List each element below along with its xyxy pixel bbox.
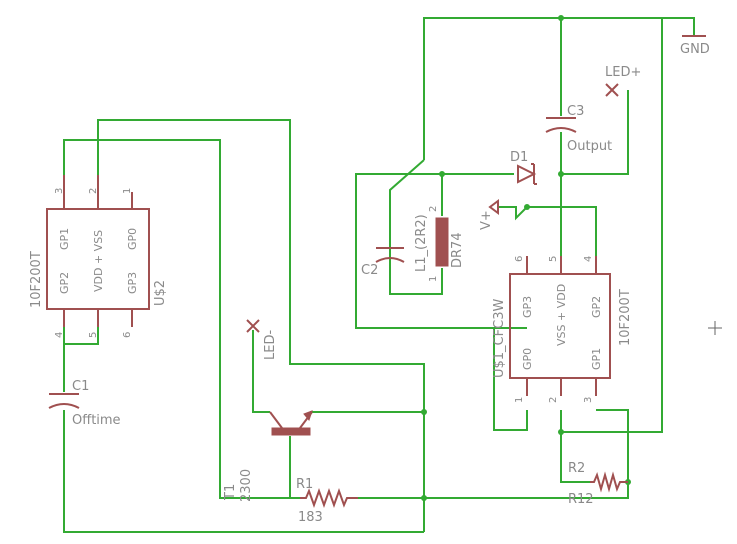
wire-diode-left bbox=[355, 173, 527, 329]
ic-left-pin-label: VDD + VSS bbox=[92, 230, 105, 292]
r1-label: R1 bbox=[296, 477, 313, 492]
wire-diode-anode bbox=[441, 173, 514, 216]
wire-r2-out bbox=[358, 482, 629, 499]
ic-right-pin: 2 bbox=[548, 397, 559, 403]
l1-label: L1_(2R2) bbox=[414, 214, 429, 272]
junction bbox=[558, 171, 564, 177]
c3-label: C3 bbox=[567, 104, 584, 119]
transistor-t1: T1 2300 bbox=[223, 410, 313, 502]
ic-right-pin: 3 bbox=[583, 397, 594, 403]
ic-right: 6 5 4 1 2 3 GP3 VSS + VDD GP2 GP0 GP1 10… bbox=[492, 256, 633, 403]
ic-left-pin-label: GP1 bbox=[58, 228, 71, 250]
wire-c1-bottom bbox=[63, 410, 424, 533]
ic-right-pin: 4 bbox=[583, 256, 594, 262]
junction bbox=[421, 495, 427, 501]
dr74-label: DR74 bbox=[450, 232, 465, 268]
r1-value: 183 bbox=[298, 510, 323, 525]
ic-left-pin: 1 bbox=[122, 188, 133, 194]
ic-left-pin-label: GP2 bbox=[58, 272, 71, 294]
ic-left-pin: 4 bbox=[54, 332, 65, 338]
ic-right-pin-label: GP1 bbox=[590, 348, 603, 370]
inductor-body bbox=[435, 217, 449, 267]
junction bbox=[558, 429, 564, 435]
resistor-r1: R1 183 bbox=[296, 477, 358, 525]
ic-left-pin-label: GP3 bbox=[126, 272, 139, 294]
wire-left-gp1 bbox=[63, 139, 300, 499]
offtime-label: Offtime bbox=[72, 413, 121, 428]
ic-left-pin: 6 bbox=[122, 332, 133, 338]
capacitor-c2: C2 bbox=[361, 247, 405, 278]
c1-label: C1 bbox=[72, 379, 89, 394]
transistor-base-bar bbox=[271, 427, 311, 436]
led-plus-label: LED+ bbox=[605, 65, 641, 80]
ic-left-pin: 2 bbox=[88, 188, 99, 194]
ic-right-part: 10F200T bbox=[618, 289, 633, 346]
ic-left-part: 10F200T bbox=[29, 251, 44, 308]
capacitor-c3: C3 Output bbox=[545, 104, 612, 154]
led-plus-connector: LED+ bbox=[605, 65, 641, 97]
ic-right-pin-label: GP2 bbox=[590, 296, 603, 318]
d1-label: D1 bbox=[510, 150, 528, 165]
capacitor-c1: C1 Offtime bbox=[48, 379, 121, 428]
output-label: Output bbox=[567, 139, 612, 154]
wire-c2-top bbox=[389, 159, 425, 246]
ic-left-name: U$2 bbox=[153, 280, 168, 306]
ic-left: 3 2 1 4 5 6 GP1 VDD + VSS GP0 GP2 GP3 10… bbox=[29, 175, 168, 338]
resistor-r2: R2 R12 bbox=[568, 461, 628, 507]
wire-gnd-right bbox=[560, 18, 663, 433]
ic-right-name: U$1_CFC3W bbox=[492, 299, 507, 378]
crosshair-cursor-icon bbox=[708, 321, 722, 335]
ic-left-pin: 3 bbox=[54, 188, 65, 194]
inductor-pin: 2 bbox=[428, 206, 439, 212]
junction bbox=[558, 15, 564, 21]
ic-left-pin-label: GP0 bbox=[126, 228, 139, 250]
led-minus-connector: LED- bbox=[246, 319, 278, 360]
t1-value: 2300 bbox=[239, 469, 254, 502]
vplus-label: V+ bbox=[479, 210, 494, 230]
c2-label: C2 bbox=[361, 263, 378, 278]
wires bbox=[63, 17, 695, 533]
ic-right-pin: 1 bbox=[514, 397, 525, 403]
junction bbox=[524, 204, 530, 210]
wire-led-minus bbox=[252, 330, 270, 413]
inductor-l1: 2 1 L1_(2R2) DR74 bbox=[414, 206, 465, 282]
ic-right-pin: 5 bbox=[548, 256, 559, 262]
wire-gnd-rail bbox=[423, 17, 695, 160]
ic-right-pin: 6 bbox=[514, 256, 525, 262]
wire-r2-loop bbox=[560, 432, 590, 483]
wire-vplus bbox=[498, 206, 597, 256]
ic-right-pin-label: GP3 bbox=[521, 296, 534, 318]
wire-ic2-pin1 bbox=[493, 328, 528, 431]
wire-led-plus bbox=[561, 90, 629, 175]
junction bbox=[421, 409, 427, 415]
vplus-marker: V+ bbox=[479, 199, 499, 230]
diode-d1: D1 bbox=[510, 150, 537, 185]
wire-ic2-pin3 bbox=[596, 409, 629, 482]
gnd-symbol: GND bbox=[680, 35, 710, 57]
ic-right-pin-label: GP0 bbox=[521, 348, 534, 370]
wire-pin4-5 bbox=[64, 327, 99, 345]
ic-left-pin: 5 bbox=[88, 332, 99, 338]
r2-label: R2 bbox=[568, 461, 585, 476]
wire-inductor-bottom bbox=[389, 246, 443, 295]
r2-value: R12 bbox=[568, 492, 594, 507]
t1-label: T1 bbox=[223, 484, 238, 501]
junction bbox=[439, 171, 445, 177]
gnd-label: GND bbox=[680, 42, 710, 57]
ic-right-pin-label: VSS + VDD bbox=[555, 284, 568, 346]
led-minus-label: LED- bbox=[263, 330, 278, 360]
inductor-pin: 1 bbox=[428, 276, 439, 282]
wire-left-vdd bbox=[97, 119, 425, 532]
